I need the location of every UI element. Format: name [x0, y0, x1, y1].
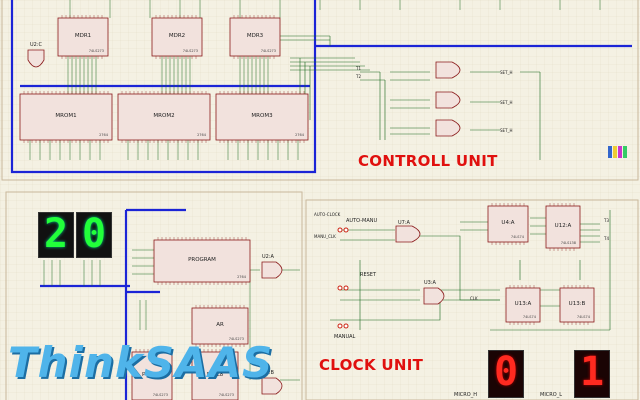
chip-u13a-part: 74LS74 — [523, 315, 537, 319]
chip-mdr3[interactable]: MDR3 74LS273 — [229, 15, 281, 59]
clk-label: CLK — [470, 296, 478, 301]
thinksaas-watermark-logo: ThinkSAAS — [8, 338, 274, 387]
seven-segment-red-right: 1 — [574, 350, 610, 398]
u7a-gate[interactable] — [395, 225, 421, 243]
and-gate-2[interactable] — [435, 91, 461, 109]
green-wires-stubs — [29, 0, 601, 381]
chip-mdr2-label: MDR2 — [169, 33, 185, 39]
u2b-gate[interactable] — [261, 377, 283, 395]
blue-bus-lines — [10, 0, 632, 400]
chip-u4a-part: 74LS74 — [511, 235, 525, 239]
u2c-label: U2:C — [30, 42, 43, 48]
chip-u13b-label: U13:B — [569, 301, 586, 307]
and-gate-1[interactable] — [435, 61, 461, 79]
chip-u13b-part: 74LS74 — [577, 315, 591, 319]
chip-u13a-label: U13:A — [515, 301, 532, 307]
micro-h-label: MICRO_H — [454, 392, 477, 398]
switch-icons[interactable] — [337, 227, 349, 329]
chip-mdr1-label: MDR1 — [75, 33, 91, 39]
chip-pc-lo-label: PC_L8 — [207, 372, 224, 378]
chip-pc-lo[interactable]: PC_L8 74LS273 — [191, 349, 239, 400]
chip-mrom1-label: MROM1 — [55, 113, 76, 119]
u2c-gate[interactable] — [27, 49, 45, 68]
chip-mrom2-part: 2764 — [197, 133, 207, 137]
chip-program-label: PROGRAM — [188, 257, 216, 263]
seven-segment-red-left: 0 — [488, 350, 524, 398]
green-wires-clock — [330, 210, 611, 331]
micro-l-label: MICRO_L — [540, 392, 562, 398]
reset-label: RESET — [360, 272, 377, 278]
manual-label: MANUAL — [334, 334, 356, 340]
u2b-label: U2:B — [262, 370, 275, 376]
t4-label: T4 — [603, 236, 609, 241]
clock-unit-label: CLOCK UNIT — [319, 356, 424, 374]
and-gate-3[interactable] — [435, 119, 461, 137]
logic-state-probes — [608, 146, 627, 158]
chip-ar-part: 74LS273 — [229, 337, 244, 341]
u3a-label: U3:A — [424, 280, 437, 286]
set-h-label-1: SET_H — [500, 70, 513, 75]
t2-label: T2 — [355, 74, 361, 79]
manu-clk-label: MANU_CLK — [314, 234, 336, 239]
t1-label: T1 — [355, 66, 361, 71]
chip-u12a-label: U12:A — [555, 223, 572, 229]
chip-mrom1[interactable]: MROM1 2764 — [19, 91, 113, 143]
chip-mdr2[interactable]: MDR2 74LS273 — [151, 15, 203, 59]
auto-manu-label: AUTO-MANU — [346, 218, 377, 224]
chip-mdr1[interactable]: MDR1 74LS273 — [57, 15, 109, 59]
chip-program-part: 2764 — [237, 275, 247, 279]
chip-mrom1-part: 2764 — [99, 133, 109, 137]
auto-clock-label: AUTO-CLOCK — [314, 212, 341, 217]
chip-mrom3-label: MROM3 — [251, 113, 273, 119]
u3a-gate[interactable] — [423, 287, 445, 305]
controll-unit-label: CONTROLL UNIT — [358, 152, 498, 170]
set-h-label-2: SET_H — [500, 100, 513, 105]
chip-u4a[interactable]: U4:A 74LS74 — [487, 203, 529, 245]
chip-mrom2[interactable]: MROM2 2764 — [117, 91, 211, 143]
chip-mrom3[interactable]: MROM3 2764 — [215, 91, 309, 143]
chip-mrom3-part: 2764 — [295, 133, 305, 137]
u7a-label: U7:A — [398, 220, 411, 226]
chip-pc-hig-label: PC_HIG — [142, 372, 162, 378]
chip-u12a-part: 74LS138 — [561, 241, 576, 245]
chip-layer: MDR174LS273MDR274LS273MDR374LS273MROM127… — [19, 15, 609, 400]
chip-pc-lo-part: 74LS273 — [219, 393, 234, 397]
chip-ar-label: AR — [216, 322, 224, 328]
seven-segment-green-tens: 2 — [38, 212, 74, 258]
chip-ar[interactable]: AR 74LS273 — [191, 305, 249, 347]
chip-u12a[interactable]: U12:A 74LS138 — [545, 203, 581, 251]
chip-mrom2-label: MROM2 — [153, 113, 174, 119]
chip-program[interactable]: PROGRAM 2764 — [153, 237, 251, 285]
chip-u4a-label: U4:A — [501, 220, 514, 226]
chip-pc-hig-part: 74LS273 — [153, 393, 168, 397]
chip-mdr1-part: 74LS273 — [89, 49, 104, 53]
chip-mdr2-part: 74LS273 — [183, 49, 198, 53]
chip-pc-hig[interactable]: PC_HIG 74LS273 — [131, 349, 173, 400]
set-h-label-3: SET_H — [500, 128, 513, 133]
chip-u13b[interactable]: U13:B 74LS74 — [559, 285, 595, 325]
chip-u13a[interactable]: U13:A 74LS74 — [505, 285, 541, 325]
u2a-gate[interactable] — [261, 261, 283, 279]
t3-label: T3 — [603, 218, 609, 223]
u2a-label: U2:A — [262, 254, 275, 260]
chip-mdr3-label: MDR3 — [247, 33, 264, 39]
seven-segment-green-ones: 0 — [76, 212, 112, 258]
chip-mdr3-part: 74LS273 — [261, 49, 276, 53]
